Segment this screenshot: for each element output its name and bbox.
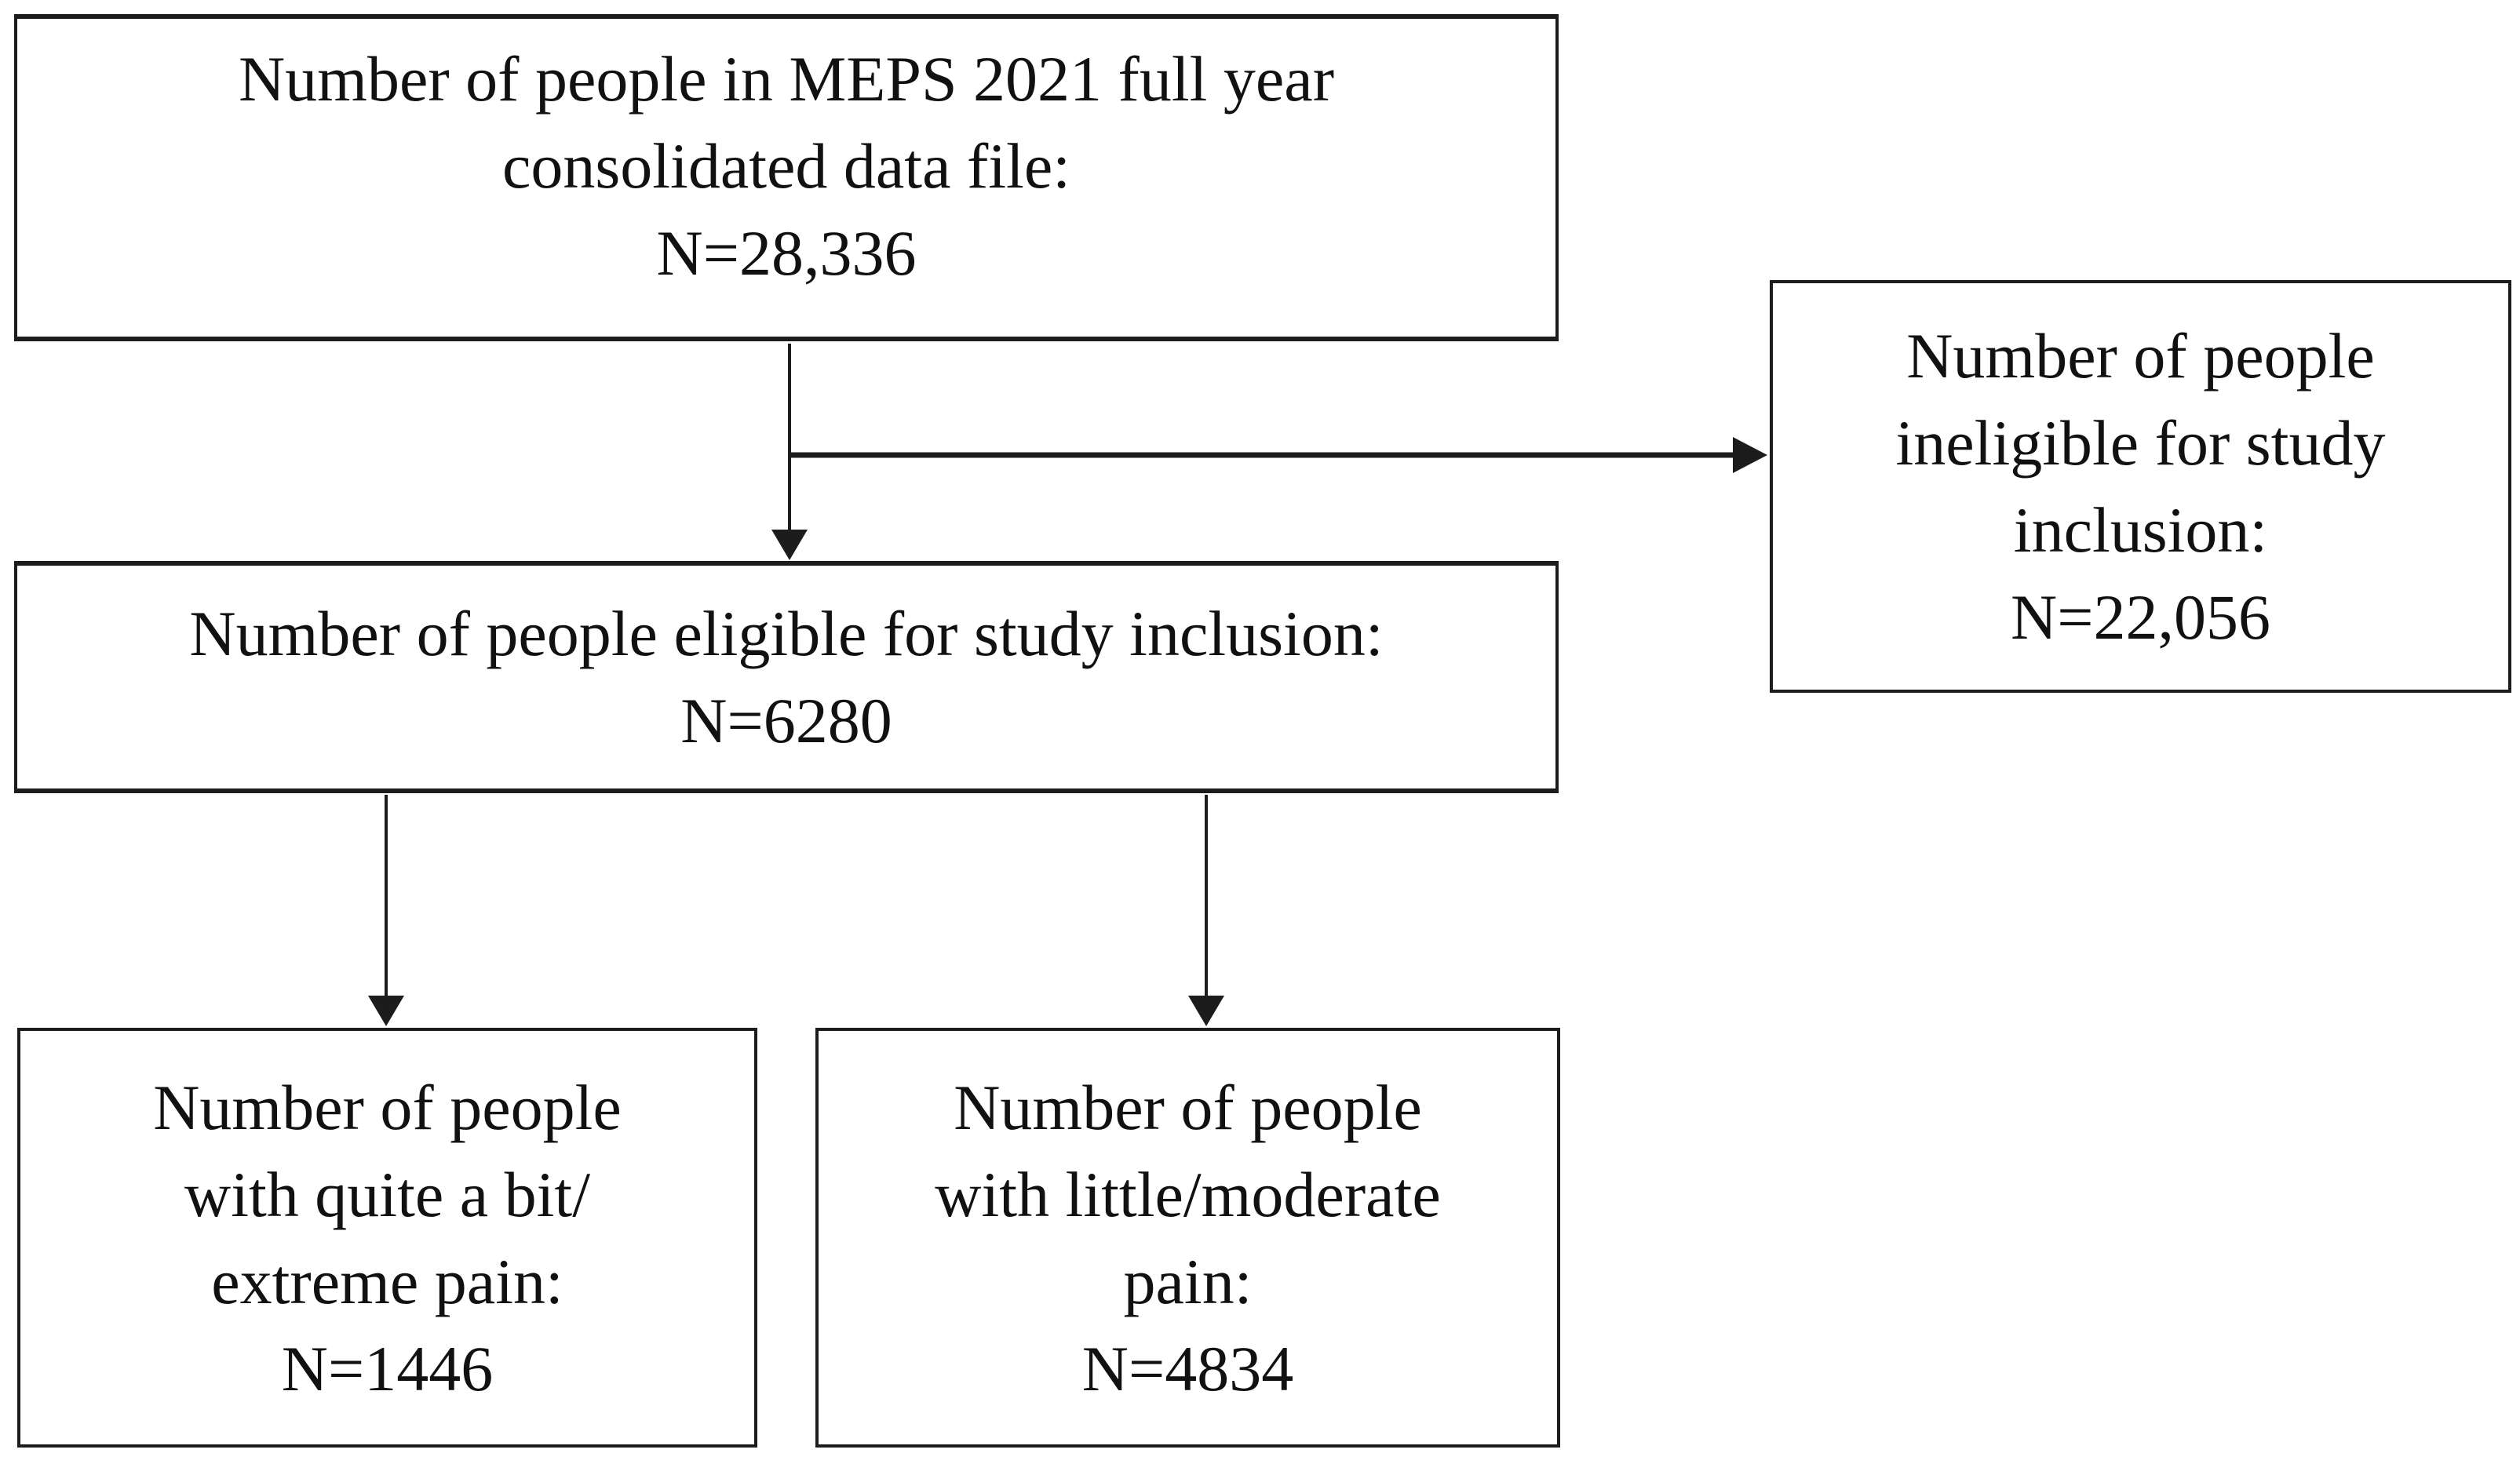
box-text-line: N=28,336 xyxy=(656,217,917,289)
box-text-line: N=22,056 xyxy=(2011,581,2270,653)
box-little-moderate-pain: Number of people with little/moderate pa… xyxy=(815,1028,1560,1448)
box-text-line: ineligible for study xyxy=(1895,407,2386,479)
box-text-line: Number of people xyxy=(1906,320,2375,391)
box-text-line: Number of people in MEPS 2021 full year xyxy=(238,43,1335,115)
box-text-line: with quite a bit/ xyxy=(184,1158,590,1230)
box-text-line: N=6280 xyxy=(680,685,892,756)
box-text-line: inclusion: xyxy=(2013,494,2268,566)
arrow-total-to-eligible xyxy=(771,344,808,560)
box-text-line: N=1446 xyxy=(281,1332,494,1404)
box-text-line: with little/moderate xyxy=(935,1158,1441,1230)
box-eligible: Number of people eligible for study incl… xyxy=(14,561,1559,793)
arrow-eligible-to-little-moderate xyxy=(1188,795,1224,1026)
box-ineligible: Number of people ineligible for study in… xyxy=(1770,280,2511,693)
box-text-line: Number of people eligible for study incl… xyxy=(189,598,1384,669)
box-text-line: N=4834 xyxy=(1081,1332,1294,1404)
arrow-total-to-ineligible xyxy=(788,437,1767,473)
box-meps-total: Number of people in MEPS 2021 full year … xyxy=(14,14,1559,341)
arrow-eligible-to-quite-extreme xyxy=(368,795,404,1026)
box-text-line: extreme pain: xyxy=(211,1245,563,1317)
box-text-line: pain: xyxy=(1123,1245,1253,1317)
box-quite-extreme-pain: Number of people with quite a bit/ extre… xyxy=(17,1028,757,1448)
box-text-line: consolidated data file: xyxy=(501,130,1071,202)
box-text-line: Number of people xyxy=(954,1071,1422,1143)
box-text-line: Number of people xyxy=(153,1071,622,1143)
